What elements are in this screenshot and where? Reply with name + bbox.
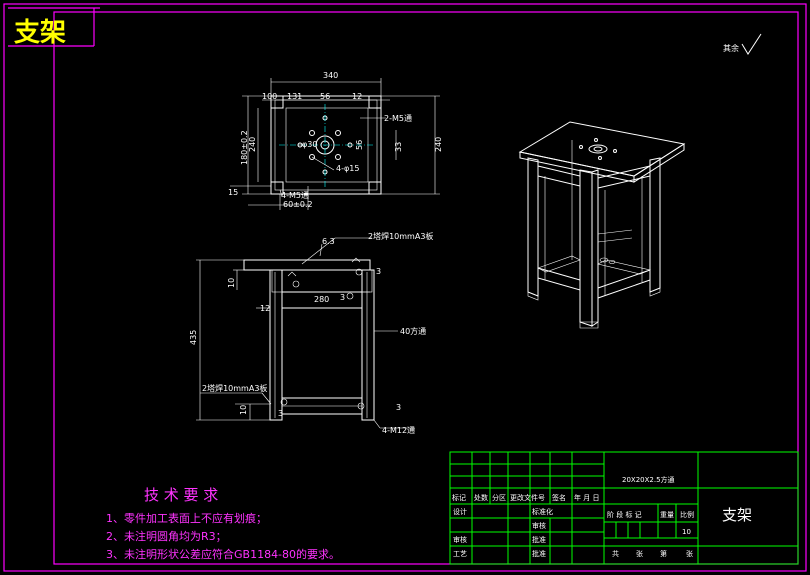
tb-header-mark: 标记 <box>452 493 466 502</box>
plan-dim-240-left: 240 <box>248 137 257 152</box>
inner-frame <box>53 11 799 565</box>
tb-header-change-doc: 更改文件号 <box>510 493 545 502</box>
plan-dim-12: 12 <box>352 92 362 101</box>
tech-requirements-heading: 技 术 要 求 <box>144 486 218 504</box>
front-note-4-m12: 4-M12通 <box>382 425 415 435</box>
plan-dim-180: 180±0.2 <box>240 130 249 165</box>
isometric-view <box>518 121 686 329</box>
tb-header-count: 处数 <box>474 493 488 502</box>
plan-dim-100: 100 <box>262 92 277 101</box>
drawing-title: 支架 <box>14 18 66 48</box>
tb-ratio: 比例 <box>680 510 694 519</box>
front-dim-10-top: 10 <box>227 278 236 288</box>
plan-dim-33: 33 <box>394 142 403 152</box>
tb-header-date: 年 月 日 <box>574 493 599 502</box>
tb-stage-mark: 阶 段 标 记 <box>607 510 642 519</box>
title-part-name: 支架 <box>722 506 752 524</box>
plan-note-2-m5: 2-M5通 <box>384 113 412 123</box>
plan-dim-340: 340 <box>323 71 338 80</box>
plan-dim-60: 60±0.2 <box>283 200 313 209</box>
plan-dim-131: 131 <box>287 92 302 101</box>
tb-total: 共 <box>612 549 619 558</box>
front-view <box>196 237 415 429</box>
front-dim-12: 12 <box>260 304 270 313</box>
title-block-grid <box>449 451 799 565</box>
front-weld-3-bottom-left: 3 <box>278 409 283 418</box>
tb-label-design: 设计 <box>453 507 467 516</box>
tb-header-zone: 分区 <box>492 493 506 502</box>
tb-label-approve-1: 批准 <box>532 549 546 558</box>
tech-requirement-2: 2、未注明圆角均为R3； <box>106 529 227 543</box>
plan-dim-15: 15 <box>228 188 238 197</box>
front-dim-280: 280 <box>314 295 329 304</box>
front-note-40-tube: 40方通 <box>400 326 426 336</box>
tb-label-review-2: 审核 <box>453 535 467 544</box>
tb-label-review-1: 审核 <box>532 521 546 530</box>
front-dim-10-bottom: 10 <box>239 405 248 415</box>
plan-dim-56-top: 56 <box>320 92 330 101</box>
title-material: 20X20X2.5方通 <box>622 475 675 484</box>
surface-roughness-icon <box>741 33 762 55</box>
tb-sheet-1: 张 <box>636 549 643 558</box>
plan-dim-56-right: 56 <box>355 140 364 150</box>
surface-mark-label: 其余 <box>723 43 739 53</box>
tb-header-signature: 签名 <box>552 493 566 502</box>
plan-dim-phi30: φ30 <box>302 140 317 149</box>
tb-label-standardization: 标准化 <box>532 507 553 516</box>
tb-label-approve-2: 批准 <box>532 535 546 544</box>
front-weld-3-bottom-right: 3 <box>396 403 401 412</box>
front-note-weld-plate-bottom: 2塔焊10mmA3板 <box>202 383 267 393</box>
front-dim-6-3: 6.3 <box>322 237 335 246</box>
plan-note-4-m5: 4-M5通 <box>281 190 309 200</box>
tb-number: 第 <box>660 549 667 558</box>
tb-weight: 重量 <box>660 511 674 519</box>
front-weld-3-mid: 3 <box>340 293 345 302</box>
tb-sheet-2: 张 <box>686 549 693 558</box>
tech-requirement-3: 3、未注明形状公差应符合GB1184-80的要求。 <box>106 547 340 561</box>
front-note-weld-plate-top: 2塔焊10mmA3板 <box>368 231 433 241</box>
plan-view <box>230 78 440 210</box>
front-dim-435: 435 <box>189 330 198 345</box>
front-weld-3-top: 3 <box>376 267 381 276</box>
tb-scale-value: 10 <box>682 528 691 536</box>
plan-dim-240-right: 240 <box>434 137 443 152</box>
tb-label-process: 工艺 <box>453 550 467 558</box>
outer-frame <box>3 3 807 572</box>
tech-requirement-1: 1、零件加工表面上不应有划痕； <box>106 511 267 525</box>
plan-note-4-phi15: 4-φ15 <box>336 164 359 173</box>
